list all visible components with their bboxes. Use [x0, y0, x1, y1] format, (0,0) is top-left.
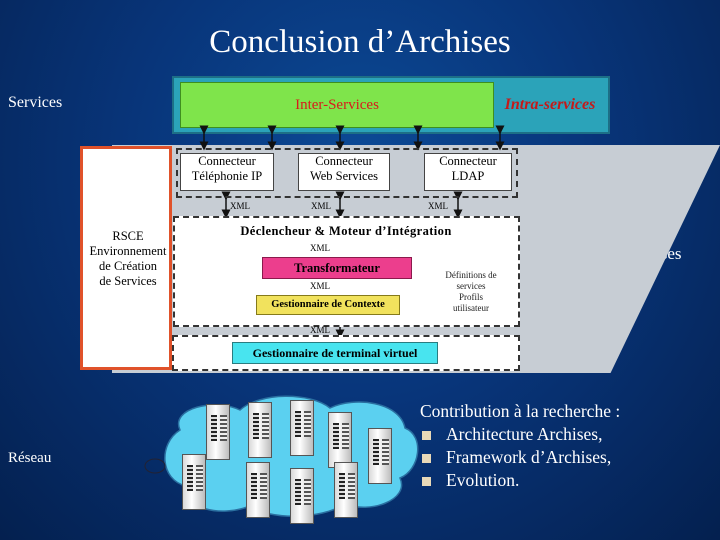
xml-label-transformateur: XML	[310, 281, 330, 291]
contribution-heading: Contribution à la recherche :	[420, 401, 621, 421]
contribution-block: Contribution à la recherche : Architectu…	[420, 400, 620, 492]
cylinder-line-3: Profils	[458, 292, 483, 302]
rsce-title: RSCE	[112, 229, 144, 243]
connector-label: Connecteur	[198, 154, 256, 168]
gestionnaire-terminal-virtuel-box: Gestionnaire de terminal virtuel	[232, 342, 438, 364]
server-icon	[290, 400, 314, 456]
cylinder-line-1: Définitions de	[445, 270, 497, 280]
connector-label: Connecteur	[315, 154, 373, 168]
connector-ldap: Connecteur LDAP	[424, 153, 512, 191]
contribution-list: Architecture Archises, Framework d’Archi…	[420, 423, 620, 492]
connector-sublabel: Téléphonie IP	[191, 169, 263, 183]
rsce-box	[80, 146, 172, 370]
list-item: Evolution.	[420, 469, 620, 492]
connector-sublabel: Web Services	[309, 169, 379, 183]
slide-title: Conclusion d’Archises	[209, 24, 511, 60]
xml-label-web: XML	[311, 201, 331, 211]
contribution-item: Architecture Archises,	[446, 424, 603, 444]
square-bullet-icon	[422, 431, 431, 440]
rsce-line-4: de Services	[99, 274, 157, 288]
square-bullet-icon	[422, 477, 431, 486]
connector-label: Connecteur	[439, 154, 497, 168]
list-item: Architecture Archises,	[420, 423, 620, 446]
xml-label-context: XML	[310, 325, 330, 335]
connector-web-services: Connecteur Web Services	[298, 153, 390, 191]
contribution-item: Framework d’Archises,	[446, 447, 612, 467]
server-icon	[290, 468, 314, 524]
server-icon	[246, 462, 270, 518]
server-icon	[328, 412, 352, 468]
rsce-line-3: de Création	[99, 259, 157, 273]
services-label: Services	[8, 94, 63, 111]
cylinder-line-4: utilisateur	[453, 303, 489, 313]
square-bullet-icon	[422, 454, 431, 463]
xml-label-telephonie: XML	[230, 201, 250, 211]
list-item: Framework d’Archises,	[420, 446, 620, 469]
rsce-text: RSCE Environnement de Création de Servic…	[82, 229, 174, 289]
cylinder-line-2: services	[456, 281, 486, 291]
definitions-profils-text: Définitions de services Profils utilisat…	[440, 270, 502, 314]
connector-sublabel: LDAP	[451, 169, 485, 183]
rsce-line-2: Environnement	[89, 244, 167, 258]
server-icon	[206, 404, 230, 460]
reseau-label: Réseau	[8, 450, 52, 466]
intra-services-label: Intra-services	[504, 96, 596, 113]
server-icon	[248, 402, 272, 458]
contribution-item: Evolution.	[446, 470, 520, 490]
server-icon	[182, 454, 206, 510]
declencheur-moteur-label: Déclencheur & Moteur d’Intégration	[240, 224, 452, 238]
xml-label-ldap: XML	[428, 201, 448, 211]
transformateur-box: Transformateur	[262, 257, 412, 279]
server-icon	[368, 428, 392, 484]
connectors-frame	[176, 148, 518, 198]
xml-label-engine: XML	[310, 243, 330, 253]
terminal-frame	[172, 335, 520, 371]
connector-telephonie-ip: Connecteur Téléphonie IP	[180, 153, 274, 191]
server-icon	[334, 462, 358, 518]
gestionnaire-contexte-box: Gestionnaire de Contexte	[256, 295, 400, 315]
inter-services-box: Inter-Services	[180, 82, 494, 128]
